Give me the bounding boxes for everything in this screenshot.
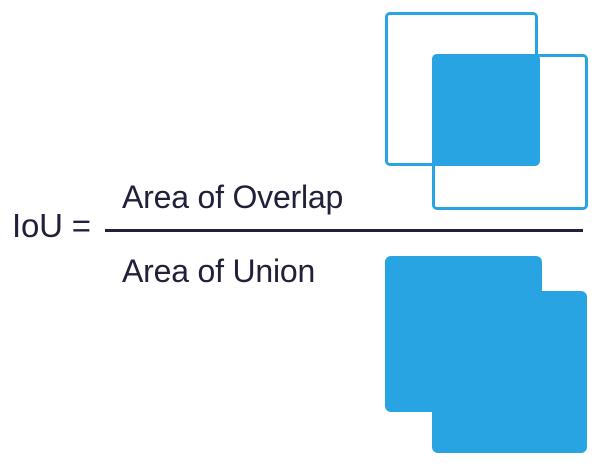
union-box-b-fill xyxy=(432,291,587,453)
numerator-label: Area of Overlap xyxy=(122,179,344,215)
iou-equals-label: IoU = xyxy=(12,207,91,244)
denominator-label: Area of Union xyxy=(122,253,316,289)
fraction-bar xyxy=(105,229,583,232)
overlap-region-fill xyxy=(432,54,540,166)
